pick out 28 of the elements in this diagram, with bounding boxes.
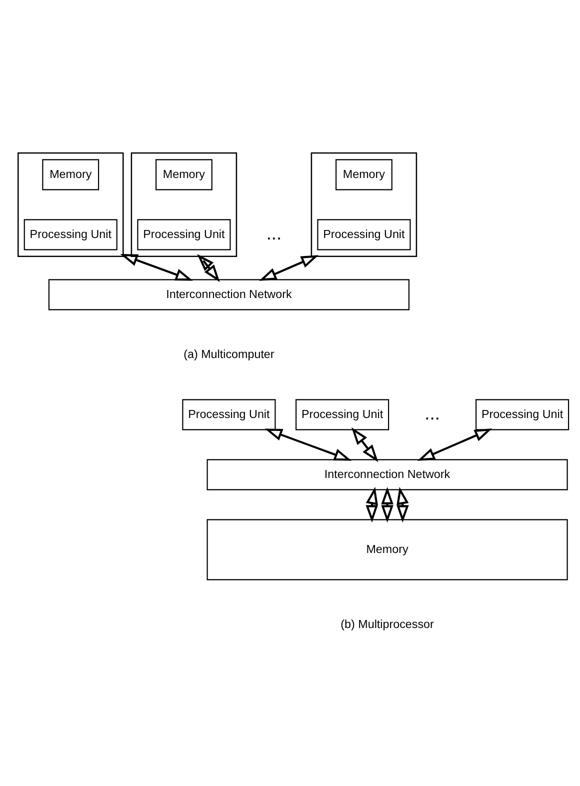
node-box: Processing Unit (296, 399, 390, 430)
arrow (417, 428, 492, 461)
node-box: Memory (336, 159, 392, 190)
node-box: Processing Unit (182, 399, 276, 430)
node-box: Interconnection Network (206, 459, 568, 490)
arrow (120, 254, 193, 281)
label: (a) Multicomputer (184, 348, 274, 361)
label: (b) Multiprocessor (340, 618, 434, 631)
arrow (258, 255, 319, 281)
cluster (130, 152, 238, 257)
arrow (396, 486, 409, 523)
arrow (197, 254, 220, 282)
node-box: Memory (156, 159, 212, 190)
arrow (366, 486, 378, 523)
node-box: Processing Unit (317, 219, 411, 250)
arrow (381, 486, 394, 523)
arrow (264, 428, 352, 461)
cluster (310, 152, 418, 257)
node-box: Processing Unit (137, 219, 231, 250)
label: ... (424, 402, 440, 424)
node-box: Memory (42, 159, 100, 190)
label: ... (266, 222, 282, 244)
node-box: Memory (206, 519, 568, 580)
node-box: Interconnection Network (48, 279, 410, 310)
node-box: Processing Unit (24, 219, 118, 250)
cluster (18, 152, 124, 257)
arrow (351, 427, 378, 462)
node-box: Processing Unit (476, 399, 570, 430)
